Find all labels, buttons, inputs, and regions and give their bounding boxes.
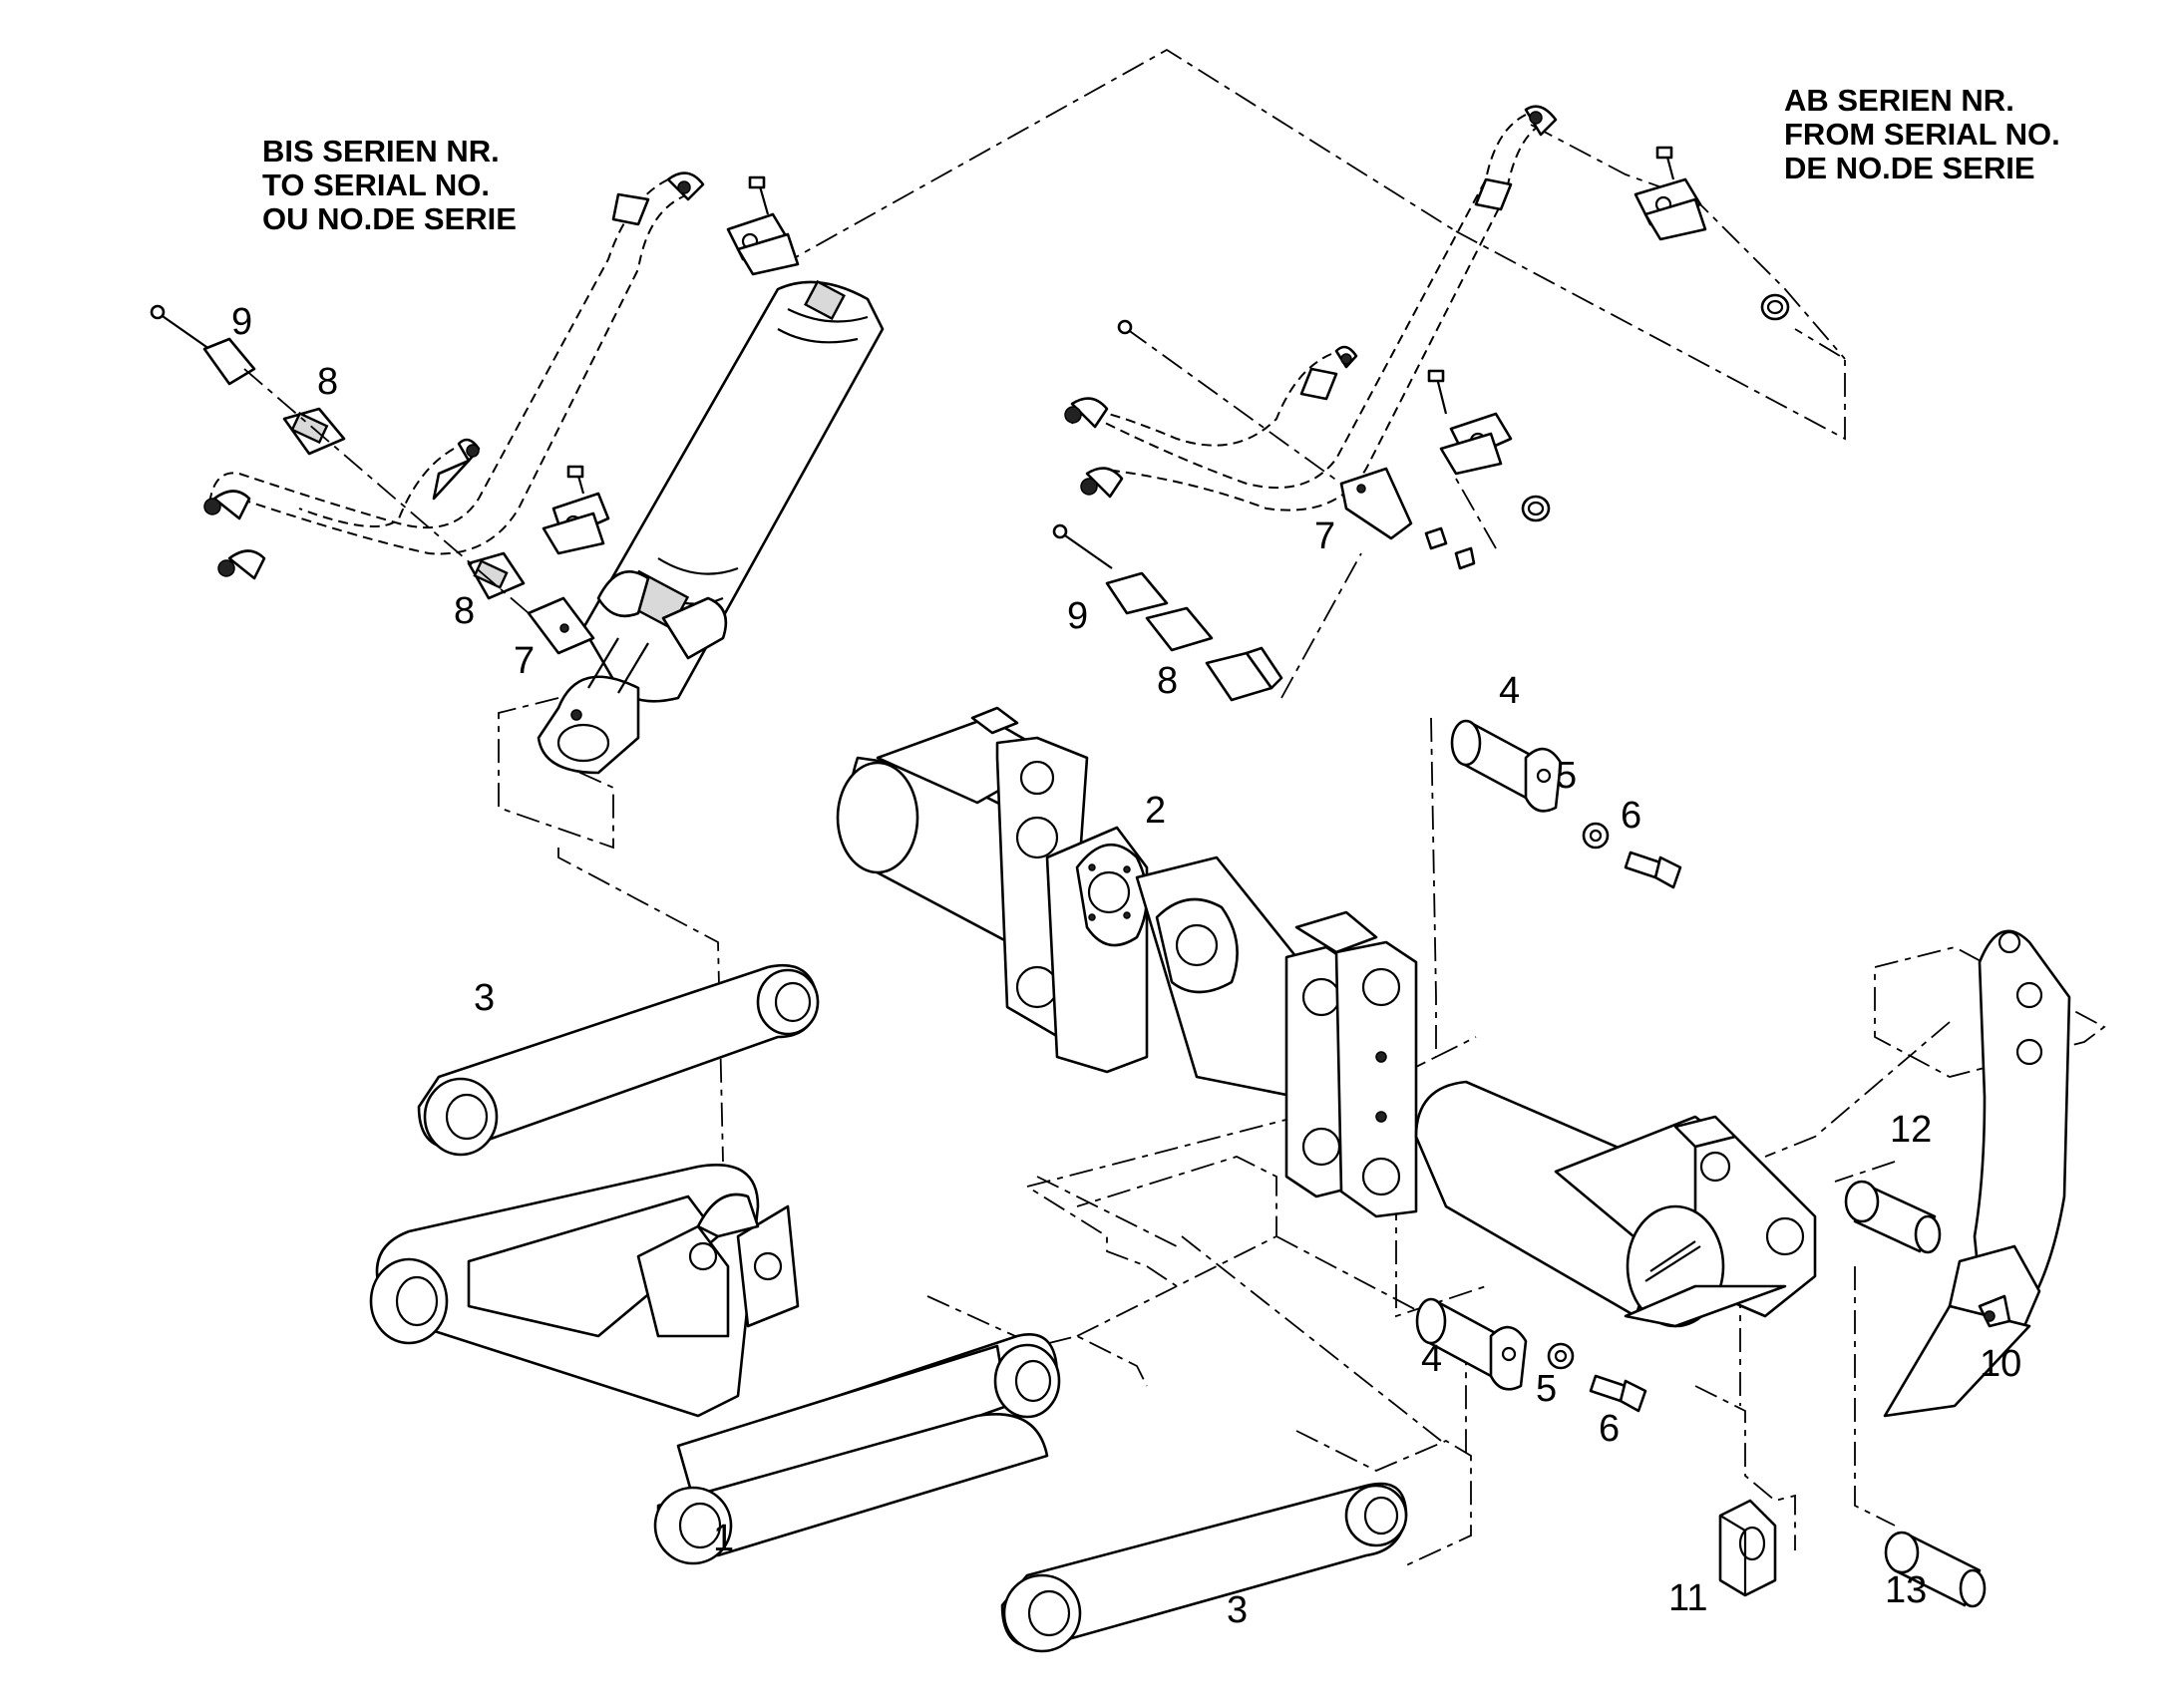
serial-note-left-line-2: TO SERIAL NO. [262, 168, 490, 202]
ripper-shank-part-10 [1883, 929, 2071, 1418]
pin-13 [1884, 1531, 1987, 1608]
bolt-6-upper [1624, 851, 1682, 889]
serial-note-right-line-3: DE NO.DE SERIE [1784, 151, 2035, 185]
o-ring-right-lower [1521, 495, 1551, 522]
o-ring-right-upper [1760, 293, 1790, 321]
bolt-9-right [1052, 523, 1214, 652]
callout-7-left: 7 [514, 640, 535, 682]
bolt-6-lower [1589, 1374, 1647, 1413]
a-frame-part-1 [369, 1164, 1061, 1565]
hydraulic-hose-left [203, 171, 705, 580]
callout-5-lower: 5 [1536, 1368, 1557, 1410]
bracket-8-right [1205, 552, 1362, 702]
plate-7-left [527, 596, 595, 655]
block-part-11 [1718, 1499, 1777, 1597]
hydraulic-cylinder [537, 279, 885, 775]
flange-clamp-right-lower [1427, 369, 1513, 476]
serial-note-left-line-1: BIS SERIEN NR. [262, 134, 500, 169]
flange-clamp-left-upper [726, 175, 800, 276]
serial-note-left-line-3: OU NO.DE SERIE [262, 201, 517, 236]
serial-note-right-line-2: FROM SERIAL NO. [1784, 117, 2060, 152]
bolt-9-left [150, 304, 256, 386]
plate-7-right [1339, 467, 1476, 570]
callout-7-right: 7 [1314, 515, 1335, 557]
serial-note-right-line-1: AB SERIEN NR. [1784, 83, 2014, 118]
link-arm-3-upper [417, 963, 820, 1157]
pin-4-upper [1450, 719, 1563, 813]
callout-4-lower: 4 [1421, 1338, 1442, 1380]
washer-5-upper [1582, 822, 1610, 850]
callout-10: 10 [1980, 1343, 2021, 1385]
link-arm-3-lower [1000, 1482, 1408, 1653]
callout-labels: 9 8 8 7 7 9 8 4 5 6 2 3 12 10 4 5 6 1 11… [231, 301, 2021, 1631]
callout-8-left-lower: 8 [454, 590, 475, 632]
callout-2: 2 [1145, 790, 1166, 832]
callout-11: 11 [1668, 1577, 1707, 1619]
washer-5-lower [1547, 1342, 1575, 1370]
callout-8-left-upper: 8 [317, 361, 338, 403]
callout-4-upper: 4 [1499, 670, 1520, 712]
assembly-guide-lines [498, 48, 2106, 1566]
callout-6-upper: 6 [1621, 795, 1641, 837]
clamp-8-left-upper [282, 407, 346, 456]
callout-8-right: 8 [1157, 660, 1178, 702]
hydraulic-hose-right [1064, 105, 1558, 512]
callout-9-left: 9 [231, 301, 252, 343]
callout-13: 13 [1885, 1569, 1927, 1611]
pin-12 [1844, 1180, 1942, 1254]
serial-note-right: AB SERIEN NR. FROM SERIAL NO. DE NO.DE S… [1784, 84, 2060, 185]
callout-1: 1 [713, 1518, 734, 1559]
callout-5-upper: 5 [1556, 755, 1577, 797]
callout-3-lower: 3 [1227, 1589, 1248, 1631]
flange-clamp-right-upper [1634, 146, 1707, 241]
callout-3-upper: 3 [474, 977, 495, 1019]
callout-6-lower: 6 [1599, 1408, 1620, 1450]
serial-note-left: BIS SERIEN NR. TO SERIAL NO. OU NO.DE SE… [262, 135, 517, 236]
callout-12: 12 [1890, 1109, 1932, 1151]
pin-4-lower [1415, 1297, 1528, 1391]
flange-clamp-left-lower [542, 465, 610, 555]
clamp-8-left-lower [467, 551, 526, 600]
main-frame-part-2 [836, 706, 1817, 1328]
callout-9-right: 9 [1067, 595, 1088, 637]
